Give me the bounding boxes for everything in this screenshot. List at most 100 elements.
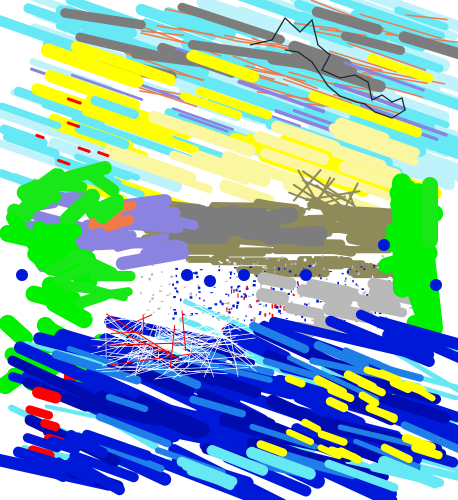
speckle	[409, 306, 413, 309]
right-tree	[398, 266, 440, 311]
blue-speckle	[190, 313, 194, 316]
red-speckle	[226, 307, 228, 313]
blue-speckle	[236, 306, 238, 309]
white-scribble	[194, 308, 241, 317]
speckle	[170, 279, 173, 281]
speckle	[371, 261, 375, 264]
blue-speckle	[316, 299, 319, 303]
speckle	[381, 255, 384, 258]
sky-stroke	[328, 0, 446, 40]
water-yellow-dash	[301, 418, 322, 433]
red-speckle	[292, 293, 295, 296]
speckle	[281, 256, 284, 259]
blue-speckle	[209, 307, 212, 310]
speckle	[357, 285, 359, 287]
speckle	[260, 285, 262, 289]
sky-yellow-stroke	[109, 114, 174, 145]
speckle	[211, 266, 214, 268]
speckle	[177, 277, 179, 279]
blue-speckle	[304, 318, 306, 322]
city-spire	[288, 191, 338, 212]
red-speckle	[246, 285, 248, 291]
red-speckle	[268, 312, 271, 315]
speckle	[374, 262, 378, 265]
blue-speckle	[173, 296, 176, 299]
blue-speckle	[238, 290, 241, 293]
sky-stroke	[2, 132, 60, 158]
speckle	[231, 317, 234, 319]
sky-yellow-stroke	[70, 41, 176, 86]
speckle	[184, 298, 187, 301]
speckle	[168, 282, 171, 286]
speckle	[197, 284, 200, 287]
speckle	[256, 263, 259, 266]
blue-speckle	[172, 317, 175, 320]
speckle	[151, 297, 154, 300]
speckle	[240, 282, 244, 285]
speckle	[170, 275, 174, 278]
speckle	[401, 315, 404, 319]
speckle	[294, 278, 297, 282]
speckle	[228, 261, 231, 264]
speckle	[152, 294, 155, 296]
water-mid-stroke	[400, 421, 458, 453]
blue-speckle	[225, 293, 228, 295]
water-mid-stroke	[66, 345, 119, 367]
water-mid-stroke	[262, 357, 320, 380]
blue-speckle	[257, 298, 260, 302]
water-navy-stroke	[7, 355, 124, 416]
white-scribble	[187, 367, 249, 372]
periwinkle-stroke	[115, 246, 190, 271]
speckle	[247, 307, 250, 309]
sky-orange-line	[244, 64, 307, 83]
red-speckle	[296, 281, 299, 285]
white-scribble	[157, 310, 161, 370]
blue-speckle	[373, 265, 376, 267]
green-foliage	[46, 250, 89, 276]
sky-periwinkle-line	[171, 107, 234, 131]
sky-yellow-stroke	[104, 143, 197, 184]
sky-orange-line	[328, 50, 398, 73]
speckle	[187, 317, 189, 319]
speckle	[312, 264, 314, 267]
speckle	[149, 300, 151, 303]
water-blue-stroke	[22, 433, 62, 453]
blue-speckle	[176, 280, 179, 284]
speckle	[148, 277, 151, 281]
speckle	[273, 266, 275, 269]
blue-dot	[16, 269, 28, 281]
green-foliage	[32, 220, 65, 250]
blue-speckle	[199, 269, 203, 271]
blue-speckle	[214, 303, 218, 306]
water-blue-stroke	[382, 329, 435, 361]
white-scribble	[228, 324, 239, 378]
blue-speckle	[210, 292, 213, 294]
blue-speckle	[283, 267, 286, 270]
water-blue-stroke	[69, 451, 139, 483]
blue-speckle	[229, 277, 232, 279]
speckle	[169, 292, 171, 296]
red-speckle	[271, 313, 274, 319]
water-yellow-dash	[336, 447, 362, 464]
blue-speckle	[285, 317, 288, 320]
speckle	[184, 286, 187, 288]
speckle	[220, 304, 224, 307]
water-yellow-dash	[327, 386, 355, 403]
speckle	[338, 255, 340, 258]
water-navy-stroke	[108, 358, 195, 397]
speckle	[161, 271, 163, 273]
water-yellow-dash	[317, 430, 348, 446]
speckle	[352, 265, 354, 269]
blue-speckle	[228, 308, 231, 312]
water-mid-stroke	[313, 341, 370, 371]
sky-orange-line	[249, 68, 285, 77]
water-blue-stroke	[65, 430, 109, 459]
sky-stroke	[74, 123, 130, 150]
speckle	[209, 255, 212, 258]
blue-speckle	[243, 293, 247, 295]
blue-speckle	[243, 319, 246, 322]
speckle	[302, 297, 305, 300]
white-scribble	[137, 312, 171, 372]
white-scribble	[132, 330, 214, 376]
blue-speckle	[345, 277, 347, 280]
